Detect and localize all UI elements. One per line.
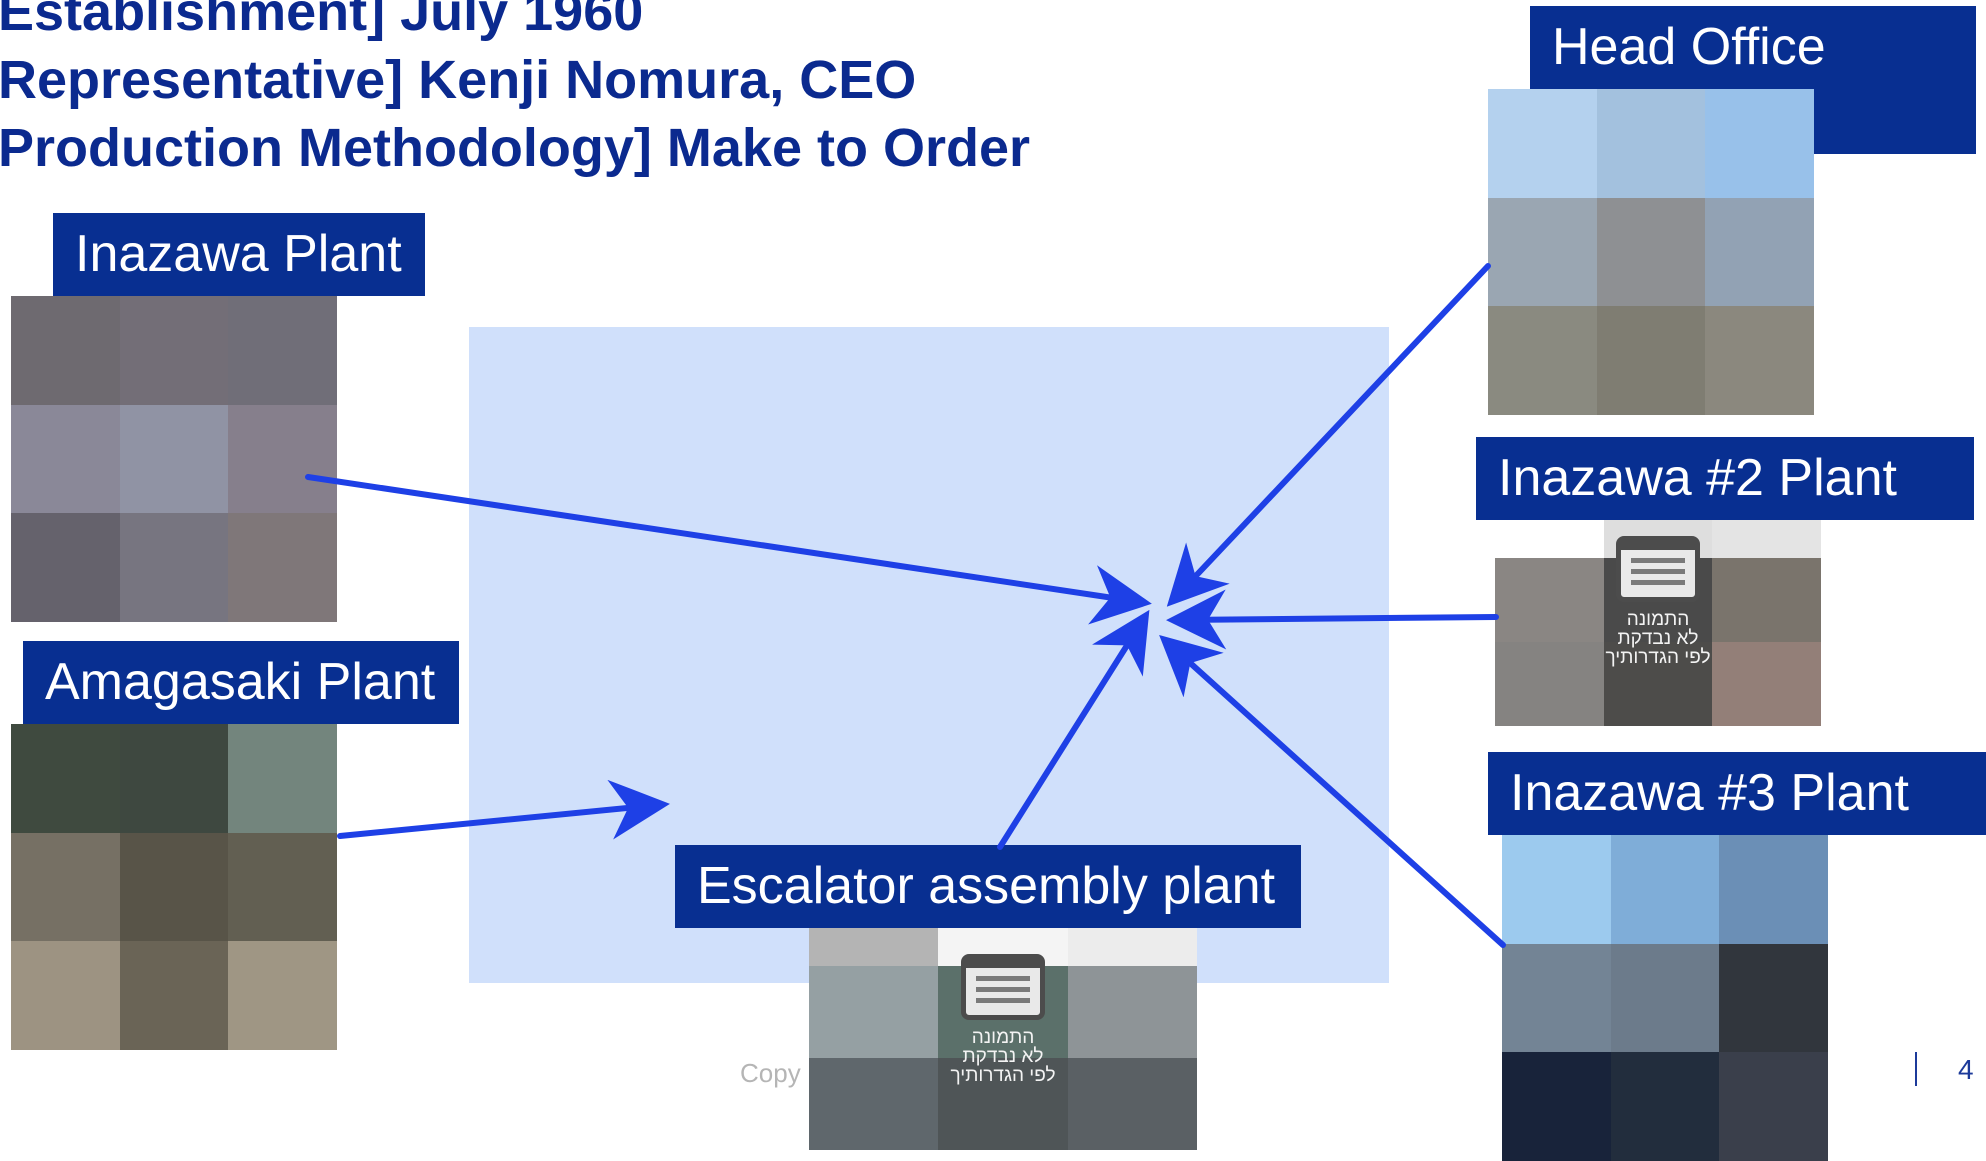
inazawa-plant-label-text: Inazawa Plant [75, 225, 402, 283]
escalator-assembly-plant-label: Escalator assembly plant [675, 845, 1301, 928]
arrow-head-office-to-center [1166, 263, 1491, 607]
inazawa-3-plant-label: Inazawa #3 Plant [1488, 752, 1986, 835]
production-methodology-line: Production Methodology] Make to Order [0, 118, 1031, 178]
amagasaki-plant-label-text: Amagasaki Plant [45, 653, 436, 711]
inazawa-2-plant-label: Inazawa #2 Plant [1476, 437, 1974, 520]
establishment-line: Establishment] July 1960 [0, 0, 644, 42]
escalator-image-notice: התמונה לא נבדקת לפי הגדרותיך [913, 954, 1093, 1085]
amagasaki-plant-label: Amagasaki Plant [23, 641, 459, 724]
arrow-amagasaki-to-map [337, 779, 670, 840]
arrow-inazawa3-to-center [1159, 634, 1506, 948]
arrow-inazawa2-to-center [1166, 589, 1499, 650]
inazawa-2-plant-photo [1495, 520, 1821, 726]
notice-line-3: לפי הגדרותיך [950, 1065, 1056, 1086]
copyright-text: Copy [740, 1058, 801, 1088]
escalator-plant-photo [809, 928, 1197, 1150]
inazawa-3-plant-label-text: Inazawa #3 Plant [1510, 764, 1909, 822]
notice-line-1: התמונה [1626, 609, 1690, 630]
representative-line: Representative] Kenji Nomura, CEO [0, 50, 917, 110]
arrow-inazawa-to-center [305, 474, 1152, 625]
escalator-assembly-plant-label-text: Escalator assembly plant [697, 857, 1276, 915]
arrow-escalator-to-center [997, 609, 1150, 850]
inazawa-plant-label: Inazawa Plant [53, 213, 425, 296]
inazawa-plant-photo [11, 296, 337, 622]
inazawa-2-image-notice: התמונה לא נבדקת לפי הגדרותיך [1568, 536, 1748, 667]
page-number: 4 [1958, 1054, 1974, 1085]
head-office-label-text: Head Office [1552, 18, 1826, 76]
image-not-verified-icon [961, 954, 1045, 1020]
footer-divider [1915, 1052, 1917, 1086]
image-not-verified-icon [1616, 536, 1700, 602]
inazawa-2-plant-label-text: Inazawa #2 Plant [1498, 449, 1897, 507]
inazawa-3-plant-photo [1502, 835, 1828, 1161]
amagasaki-plant-photo [11, 724, 337, 1050]
head-office-photo [1488, 89, 1814, 415]
notice-line-3: לפי הגדרותיך [1605, 647, 1711, 668]
notice-line-2: לא נבדקת [962, 1046, 1044, 1067]
notice-line-2: לא נבדקת [1617, 628, 1699, 649]
notice-line-1: התמונה [971, 1027, 1035, 1048]
